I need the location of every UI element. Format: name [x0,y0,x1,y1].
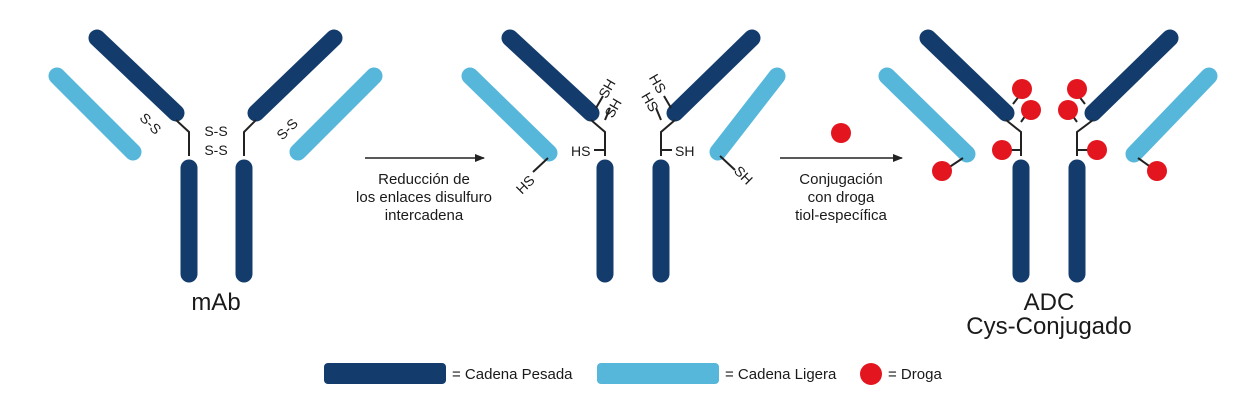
mab-antibody: S-S S-S S-S S-S mAb [48,29,383,316]
drug-molecule-icon [932,161,952,181]
hinge-link-left [1005,119,1022,156]
disulfide-bond-right: S-S [273,115,301,143]
light-chain-left [878,67,976,163]
thiol-stubs-left [532,95,611,173]
adc-antibody: ADC Cys-Conjugado [878,29,1218,340]
drug-molecule-icon [992,140,1012,160]
thiol-label: HS [513,172,538,197]
reduction-text-line1: Reducción de [378,171,470,188]
disulfide-bond-hinge-upper: S-S [204,123,227,139]
light-chain-right [289,67,383,161]
conjugation-text-line3: tiol-específica [795,207,887,224]
light-chain-right [709,67,786,161]
drug-molecule-icon [1058,100,1078,120]
heavy-chain-right-arm [1084,29,1179,122]
hinge-link-right [243,119,257,156]
conjugation-text-line1: Conjugación [799,171,882,188]
hinge-link-right [1076,119,1094,156]
disulfide-bond-left: S-S [137,110,165,138]
hinge-link-left [590,119,606,156]
heavy-chain-left-arm [88,29,185,122]
light-chain-right [1125,67,1218,163]
hinge-link-right [660,119,676,156]
legend-drug-swatch [860,363,882,385]
thiol-label: SH [731,163,756,188]
legend-heavy-chain-swatch [324,363,446,384]
adc-label-line1: ADC [1024,289,1075,316]
conjugation-text-line2: con droga [808,189,875,206]
heavy-chain-left-arm [501,29,600,122]
reduction-text-line3: intercadena [385,207,464,224]
light-chain-left [48,67,142,161]
heavy-chain-right-arm [247,29,343,122]
light-chain-left [461,67,558,162]
reduction-text-line2: los enlaces disulfuro [356,189,492,206]
legend-drug-label: = Droga [888,366,942,383]
drug-molecule-icon [1012,79,1032,99]
drug-molecule-icon [1021,100,1041,120]
thiol-label: SH [595,76,619,101]
legend-light-chain-swatch [597,363,719,384]
drug-molecule-icon [1147,161,1167,181]
heavy-chain-right-arm [666,29,761,122]
thiol-label: SH [675,143,694,159]
reduced-antibody: SH SH HS HS HS HS SH SH [461,29,786,283]
hinge-link-left [175,119,190,156]
legend: = Cadena Pesada = Cadena Ligera = Droga [324,363,942,385]
disulfide-bond-hinge-lower: S-S [204,142,227,158]
reduction-arrow: Reducción de los enlaces disulfuro inter… [356,154,492,224]
mab-label: mAb [191,289,240,316]
legend-heavy-chain-label: = Cadena Pesada [452,366,573,383]
conjugation-arrow: Conjugación con droga tiol-específica [780,123,903,224]
drug-molecule-icon [1067,79,1087,99]
drug-molecule-icon [1087,140,1107,160]
heavy-chain-left-arm [919,29,1015,122]
drug-molecule-icon [831,123,851,143]
legend-light-chain-label: = Cadena Ligera [725,366,837,383]
thiol-stubs-right [655,95,736,171]
thiol-label: HS [571,143,590,159]
adc-label-line2: Cys-Conjugado [966,313,1131,340]
